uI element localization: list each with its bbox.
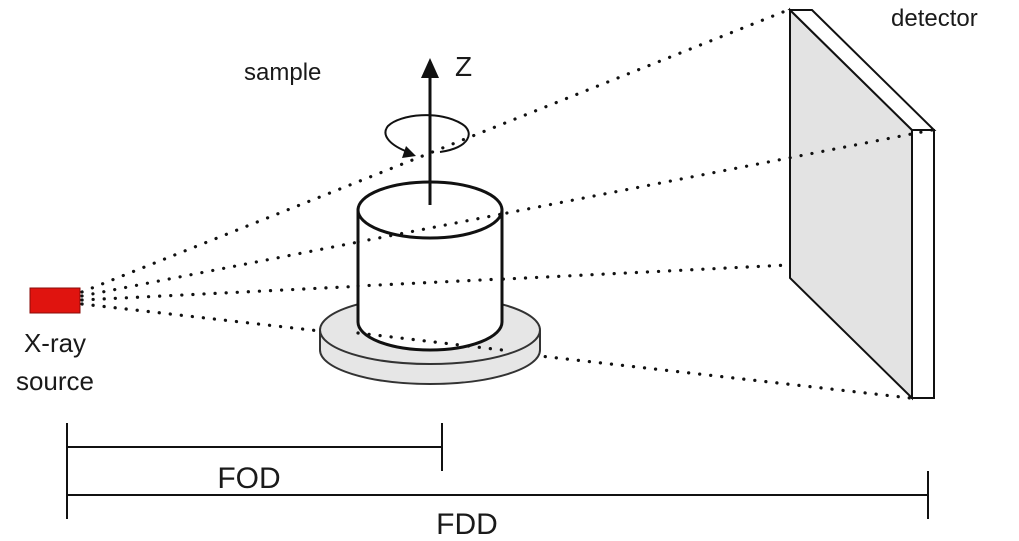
- sample-label: sample: [244, 59, 321, 86]
- xray-source-block: [29, 287, 81, 314]
- source-label-line1: X-ray: [24, 328, 86, 358]
- ray-upper: [80, 128, 934, 298]
- detector-panel: [787, 7, 937, 401]
- xray-beam-foreground: [356, 212, 504, 352]
- sample-cylinder: [356, 180, 504, 352]
- detector-label: detector: [891, 5, 978, 32]
- ray-bottom-front: [356, 331, 504, 352]
- fod-label: FOD: [217, 462, 280, 495]
- rotation-arrow-icon: [384, 114, 470, 158]
- up-arrow-icon: [421, 58, 439, 78]
- fdd-label: FDD: [436, 508, 498, 541]
- rotation-arc: [384, 114, 470, 153]
- xray-beam: [80, 8, 934, 400]
- rotation-axis: [421, 58, 439, 205]
- rotation-arrowhead: [402, 146, 416, 158]
- cylinder-body: [356, 208, 504, 352]
- ray-lower: [80, 263, 790, 302]
- source-label-line2: source: [16, 366, 94, 396]
- ray-top: [80, 8, 790, 294]
- detector-thickness-edge: [911, 129, 935, 399]
- z-axis-label: Z: [455, 51, 472, 82]
- fdd-dimension: [66, 471, 929, 519]
- fod-dimension: [66, 423, 443, 471]
- ray-upper-front: [356, 212, 504, 244]
